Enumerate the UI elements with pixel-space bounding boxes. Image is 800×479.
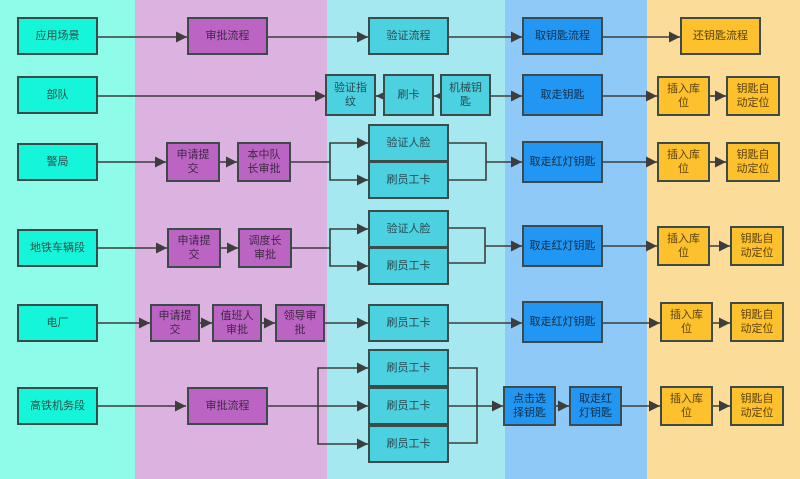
verify-face: 验证人脸 (368, 210, 449, 248)
header-take: 取钥匙流程 (522, 17, 603, 55)
approve-duty: 值班人 审批 (212, 304, 262, 342)
return-locate: 钥匙自 动定位 (726, 76, 780, 116)
take-red-key: 取走红灯钥匙 (522, 141, 603, 183)
take-select-key: 点击选 择钥匙 (503, 386, 556, 426)
return-insert: 插入库 位 (660, 302, 713, 342)
scene-police: 警局 (17, 143, 98, 181)
return-insert: 插入库 位 (657, 142, 710, 182)
approve-process: 审批流程 (187, 387, 268, 425)
scene-metro: 地铁车辆段 (17, 229, 98, 267)
return-locate: 钥匙自 动定位 (730, 226, 784, 266)
verify-staff-card: 刷员工卡 (368, 349, 449, 387)
return-locate: 钥匙自 动定位 (730, 386, 784, 426)
return-insert: 插入库 位 (660, 386, 713, 426)
approve-leader: 领导审 批 (275, 304, 325, 342)
scene-hsr: 高铁机务段 (17, 387, 98, 425)
approve-submit: 申请提 交 (166, 142, 220, 182)
verify-staff-card: 刷员工卡 (368, 387, 449, 425)
header-approve: 审批流程 (187, 17, 268, 55)
verify-staff-card: 刷员工卡 (368, 425, 449, 463)
take-key: 取走钥匙 (522, 74, 603, 116)
return-locate: 钥匙自 动定位 (730, 302, 784, 342)
verify-staff-card: 刷员工卡 (368, 304, 449, 342)
verify-card: 刷卡 (383, 74, 434, 116)
verify-staff-card: 刷员工卡 (368, 161, 449, 199)
scene-power: 电厂 (17, 304, 98, 342)
take-red-key: 取走红灯钥匙 (522, 301, 603, 343)
header-return: 还钥匙流程 (680, 17, 761, 55)
return-insert: 插入库 位 (657, 226, 710, 266)
approve-submit: 申请提 交 (150, 304, 200, 342)
verify-fingerprint: 验证指 纹 (325, 74, 376, 116)
approve-dispatcher: 调度长 审批 (238, 228, 292, 268)
return-insert: 插入库 位 (657, 76, 710, 116)
header-verify: 验证流程 (368, 17, 449, 55)
take-red-key: 取走红 灯钥匙 (569, 386, 622, 426)
take-red-key: 取走红灯钥匙 (522, 225, 603, 267)
approve-captain: 本中队 长审批 (237, 142, 291, 182)
header-scene: 应用场景 (17, 17, 98, 55)
verify-face: 验证人脸 (368, 124, 449, 162)
verify-mechanical-key: 机械钥 匙 (440, 74, 491, 116)
scene-army: 部队 (17, 76, 98, 114)
verify-staff-card: 刷员工卡 (368, 247, 449, 285)
return-locate: 钥匙自 动定位 (726, 142, 780, 182)
approve-submit: 申请提 交 (167, 228, 221, 268)
